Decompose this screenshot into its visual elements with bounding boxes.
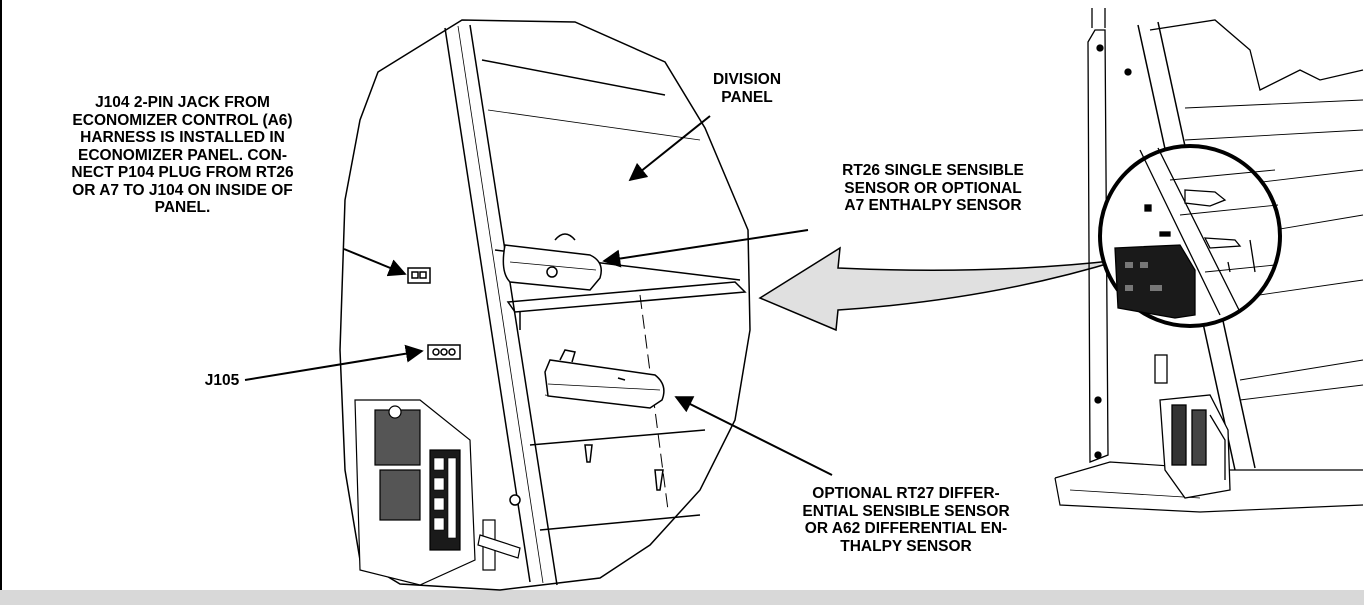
bottom-frame-band	[0, 590, 1364, 605]
rt27-callout-line: OR A62 DIFFERENTIAL EN-	[804, 520, 1008, 537]
j104-callout-line: J104 2-PIN JACK FROM	[95, 94, 270, 111]
j104-callout-line: PANEL.	[154, 199, 211, 216]
division-panel-callout: DIVISION PANEL	[692, 71, 802, 106]
screws	[509, 444, 664, 506]
rt26-callout-line: RT26 SINGLE SENSIBLE	[842, 162, 1024, 179]
rt26-sensor	[502, 233, 602, 291]
rt27-callout: OPTIONAL RT27 DIFFER- ENTIAL SENSIBLE SE…	[756, 485, 1056, 555]
detail-view	[339, 19, 751, 591]
rt26-callout: RT26 SINGLE SENSIBLE SENSOR OR OPTIONAL …	[808, 162, 1058, 215]
rt27-callout-line: ENTIAL SENSIBLE SENSOR	[802, 502, 1010, 520]
j104-callout-line: OR A7 TO J104 ON INSIDE OF	[72, 181, 293, 199]
panel-post-inner-edge	[457, 25, 544, 584]
economizer-control-module	[354, 399, 521, 586]
rt26-leader	[602, 229, 809, 268]
j105-leader	[244, 344, 424, 381]
j105-callout: J105	[202, 372, 242, 390]
leader-arrows	[244, 115, 833, 476]
j105-callout-line: J105	[204, 372, 240, 389]
zoom-circle	[1098, 144, 1282, 328]
rt27-leader	[674, 396, 833, 476]
j104-callout: J104 2-PIN JACK FROM ECONOMIZER CONTROL …	[30, 94, 335, 217]
j104-callout-line: ECONOMIZER PANEL. CON-	[78, 146, 287, 164]
unit-actuator	[1159, 394, 1231, 499]
division-panel-callout-line: PANEL	[721, 88, 773, 106]
rt27-callout-line: THALPY SENSOR	[840, 537, 972, 555]
shelf-lip	[506, 281, 747, 313]
unit-slot	[1154, 354, 1168, 384]
j104-callout-line: ECONOMIZER CONTROL (A6)	[72, 111, 293, 129]
rt27-sensor	[544, 349, 665, 409]
lower-rail-upper	[529, 429, 706, 446]
panel-post-right-edge	[469, 24, 558, 586]
division-panel-callout-line: DIVISION	[712, 71, 782, 88]
zoom-arrow	[758, 246, 1121, 332]
j104-leader	[343, 248, 407, 277]
detail-oval	[339, 19, 751, 591]
lower-rail-lower	[539, 514, 701, 531]
unit-view	[1054, 8, 1364, 513]
j104-plug	[407, 267, 431, 284]
division-panel-back-edge	[487, 109, 701, 141]
unit-base-bottom	[1054, 477, 1364, 513]
panel-post-left-edge	[444, 27, 531, 583]
j104-callout-line: HARNESS IS INSTALLED IN	[80, 129, 285, 146]
rt26-callout-line: SENSOR OR OPTIONAL	[844, 179, 1022, 197]
j105-plug	[427, 344, 461, 360]
division-panel-leader	[628, 115, 711, 182]
rt26-callout-line: A7 ENTHALPY SENSOR	[844, 197, 1022, 214]
rt27-callout-line: OPTIONAL RT27 DIFFER-	[812, 485, 1000, 502]
division-panel-top-edge	[481, 59, 666, 96]
unit-top-edge	[1149, 19, 1364, 91]
j104-callout-line: NECT P104 PLUG FROM RT26	[71, 164, 294, 181]
